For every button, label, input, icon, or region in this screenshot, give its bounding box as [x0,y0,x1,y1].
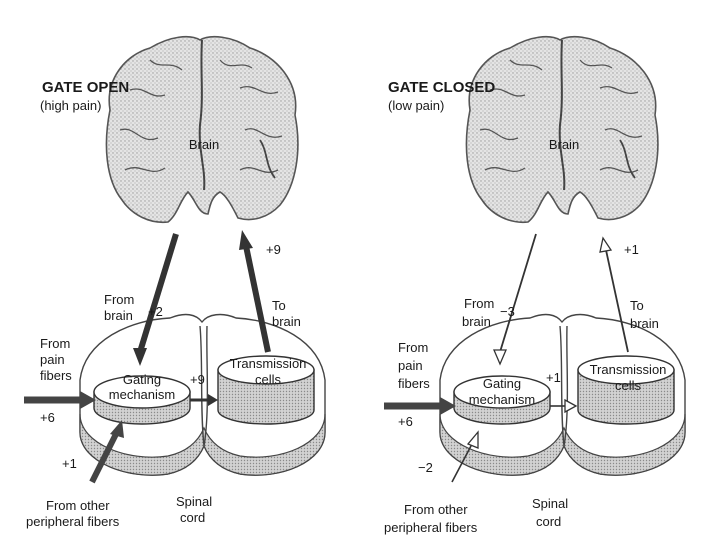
to-brain-arrow [605,249,629,353]
panel-gate-open [24,35,326,484]
from-pain-label-1: From [40,336,71,351]
from-pain-label-1: From [398,340,429,355]
from-pain-value: +6 [398,414,413,429]
other-fibers-value: +1 [62,456,77,471]
from-pain-label-3: fibers [398,376,430,391]
brain-label: Brain [548,137,580,152]
panel-gate-closed [384,35,686,483]
gate-to-transmission-value: +9 [190,372,205,387]
gate-to-transmission-value: +1 [546,370,561,385]
to-brain-label-2: brain [272,314,301,329]
transmission-label-2: cells [614,378,642,393]
spinal-cord-label-1: Spinal [532,496,569,511]
to-brain-arrow [243,245,271,353]
gating-mechanism-cylinder [453,375,551,425]
transmission-label-1: Transmission [229,356,307,371]
gating-label-2: mechanism [108,387,176,402]
transmission-label-1: Transmission [589,362,667,377]
to-brain-value: +9 [266,242,281,257]
panel-subtitle: (low pain) [388,98,445,113]
from-brain-value: −3 [500,304,515,319]
from-brain-arrow [137,233,179,353]
gating-label-1: Gating [482,376,522,391]
from-brain-arrow [499,233,537,353]
from-pain-label-2: pain [398,358,423,373]
panel-title: GATE OPEN [42,79,130,96]
spinal-cord-label-1: Spinal [176,494,213,509]
from-brain-label-2: brain [104,308,133,323]
other-fibers-label-2: peripheral fibers [384,520,478,535]
brain-label: Brain [188,137,220,152]
spinal-cord-label-2: cord [536,514,562,529]
transmission-label-2: cells [254,372,282,387]
to-brain-value: +1 [624,242,639,257]
transmission-cells-cylinder [577,355,675,425]
from-pain-value: +6 [40,410,55,425]
from-pain-label-3: fibers [40,368,72,383]
to-brain-label-2: brain [630,316,659,331]
to-brain-label-1: To [272,298,286,313]
other-fibers-label-2: peripheral fibers [26,514,120,529]
from-brain-label-2: brain [462,314,491,329]
other-fibers-label-1: From other [46,498,110,513]
other-fibers-arrow [451,443,473,483]
other-fibers-arrow [89,432,119,484]
from-brain-label-1: From [464,296,495,311]
brain-illustration [105,35,299,224]
from-brain-value: +2 [148,304,163,319]
transmission-cells-cylinder [217,355,315,425]
from-brain-label-1: From [104,292,135,307]
gating-label-2: mechanism [468,392,536,407]
other-fibers-label-1: From other [404,502,468,517]
gating-label-1: Gating [122,372,162,387]
spinal-cord-label-2: cord [180,510,206,525]
to-brain-label-1: To [630,298,644,313]
gating-mechanism-cylinder [93,375,191,425]
other-fibers-value: −2 [418,460,433,475]
brain-illustration [465,35,659,224]
from-pain-label-2: pain [40,352,65,367]
panel-subtitle: (high pain) [40,98,102,113]
panel-title: GATE CLOSED [388,79,496,96]
